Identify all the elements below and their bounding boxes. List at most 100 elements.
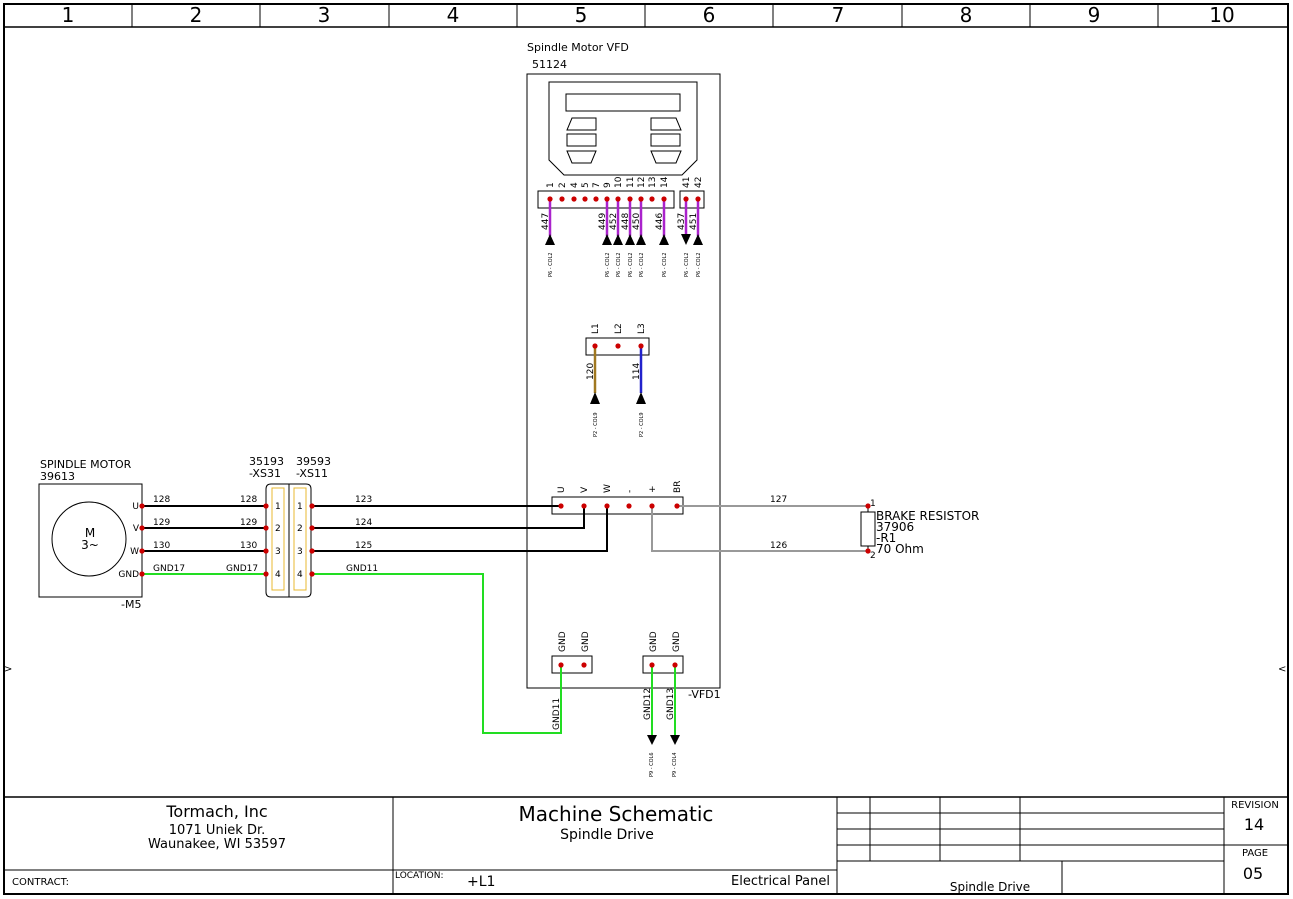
connection-dot — [309, 548, 315, 554]
vfd-title: Spindle Motor VFD — [527, 41, 629, 54]
signal-arrow-icon — [681, 234, 691, 245]
signal-arrow-icon — [545, 234, 555, 245]
wire-label: GND17 — [226, 564, 258, 574]
title-block: Tormach, Inc 1071 Uniek Dr. Waunakee, WI… — [4, 796, 1288, 894]
gnd-terminal-label: GND — [558, 631, 568, 652]
wire-label: 446 — [655, 213, 665, 230]
connection-dot — [558, 503, 564, 509]
control-terminal-label: 5 — [581, 182, 591, 188]
page-label: PAGE — [1242, 848, 1268, 859]
aux-terminal-label: 42 — [694, 177, 704, 188]
motor-part-number: 39613 — [40, 470, 75, 483]
company-address-line1: 1071 Uniek Dr. — [169, 823, 266, 838]
connection-dot — [672, 662, 678, 668]
vfd-tag: -VFD1 — [688, 688, 721, 701]
wire-label: 114 — [632, 363, 642, 380]
signal-arrow-icon — [636, 392, 646, 404]
revision-value: 14 — [1244, 815, 1264, 834]
motor-power-wiring: P9 - COL6 P9 - COL4 128 129 130 GND17 12… — [142, 495, 868, 777]
cross-reference: P6 - COL2 — [616, 252, 622, 277]
sheet-name: Spindle Drive — [950, 880, 1030, 894]
power-terminal-label: L1 — [591, 323, 601, 334]
power-terminal-block — [585, 337, 650, 356]
connection-dot — [683, 196, 689, 202]
location-value: +L1 — [467, 874, 495, 890]
output-terminal-label: BR — [673, 481, 683, 493]
resistor-pin: 2 — [870, 551, 876, 561]
motor-terminal-label: W — [130, 547, 139, 557]
connection-dot — [638, 196, 644, 202]
connection-dot — [604, 503, 610, 509]
motor-tag: -M5 — [121, 598, 141, 611]
motor-name: SPINDLE MOTOR — [40, 458, 132, 471]
connection-dot — [309, 571, 315, 577]
resistor-tag: -R1 — [876, 531, 896, 545]
cross-reference: P6 - COL2 — [605, 252, 611, 277]
motor-symbol-phase: 3~ — [81, 538, 99, 552]
control-terminal-label: 11 — [626, 177, 636, 188]
control-terminal-label: 14 — [660, 176, 670, 188]
xs11-tag: -XS11 — [296, 467, 328, 480]
resistor-pin: 1 — [870, 499, 876, 509]
control-terminal-label: 13 — [648, 177, 658, 188]
xs11-pin: 2 — [297, 524, 303, 534]
gnd-terminal-label: GND — [581, 631, 591, 652]
company-address-line2: Waunakee, WI 53597 — [148, 837, 286, 852]
connection-dot — [581, 662, 587, 668]
column-number: 3 — [318, 3, 331, 27]
connection-dot — [309, 503, 315, 509]
column-number: 1 — [62, 3, 75, 27]
xs31-pin: 2 — [275, 524, 281, 534]
column-number: 2 — [190, 3, 203, 27]
connection-dot — [547, 196, 553, 202]
gnd-cross-reference: P9 - COL6 — [649, 752, 655, 777]
connection-dot — [615, 343, 621, 349]
wire-label: 449 — [598, 213, 608, 230]
motor-outline — [38, 483, 143, 598]
connection-dot — [592, 343, 598, 349]
cross-reference: P2 - COL9 — [593, 412, 599, 437]
connection-dot — [638, 343, 644, 349]
brake-resistor: 1 2 BRAKE RESISTOR 37906 -R1 70 Ohm — [860, 499, 979, 561]
connection-dot — [571, 196, 577, 202]
signal-arrow-icon — [613, 234, 623, 245]
sheet-border — [3, 3, 1289, 895]
connection-dot — [582, 196, 588, 202]
xs31-pin: 1 — [275, 502, 281, 512]
connection-dot — [626, 503, 632, 509]
wire-label: 128 — [240, 495, 257, 505]
drawing-subtitle: Spindle Drive — [560, 827, 654, 843]
cross-reference: P6 - COL2 — [696, 252, 702, 277]
connection-dot — [263, 525, 269, 531]
gnd-terminal-label: GND — [649, 631, 659, 652]
connection-dot — [695, 196, 701, 202]
output-terminal-label: - — [625, 490, 635, 493]
wire-label: GND12 — [643, 688, 653, 720]
wire-label: 129 — [240, 518, 257, 528]
connector-pair: 35193 -XS31 39593 -XS11 1 2 3 4 1 2 3 4 — [249, 455, 331, 598]
control-terminal-label: 7 — [592, 182, 602, 188]
output-terminal-label: W — [603, 484, 613, 493]
signal-arrow-icon — [625, 234, 635, 245]
gnd-terminal-block-left — [551, 655, 593, 674]
motor-terminal-label: V — [133, 524, 140, 534]
cross-reference: P6 - COL2 — [662, 252, 668, 277]
connection-dot — [139, 503, 145, 509]
gnd-terminal-block-right — [642, 655, 684, 674]
xs31-part-number: 35193 — [249, 455, 284, 468]
wire-label: 450 — [632, 213, 642, 230]
connection-dot — [649, 196, 655, 202]
connection-dot — [649, 503, 655, 509]
control-terminal-label: 1 — [546, 182, 556, 188]
connection-dot — [558, 662, 564, 668]
wire-label: 448 — [621, 213, 631, 230]
signal-arrow-icon — [636, 234, 646, 245]
column-number: 6 — [703, 3, 716, 27]
control-terminal-label: 10 — [614, 176, 624, 188]
connection-dot — [139, 548, 145, 554]
column-number: 8 — [960, 3, 973, 27]
right-marker: < — [1278, 664, 1286, 675]
connection-dot — [263, 548, 269, 554]
connection-dot — [263, 503, 269, 509]
